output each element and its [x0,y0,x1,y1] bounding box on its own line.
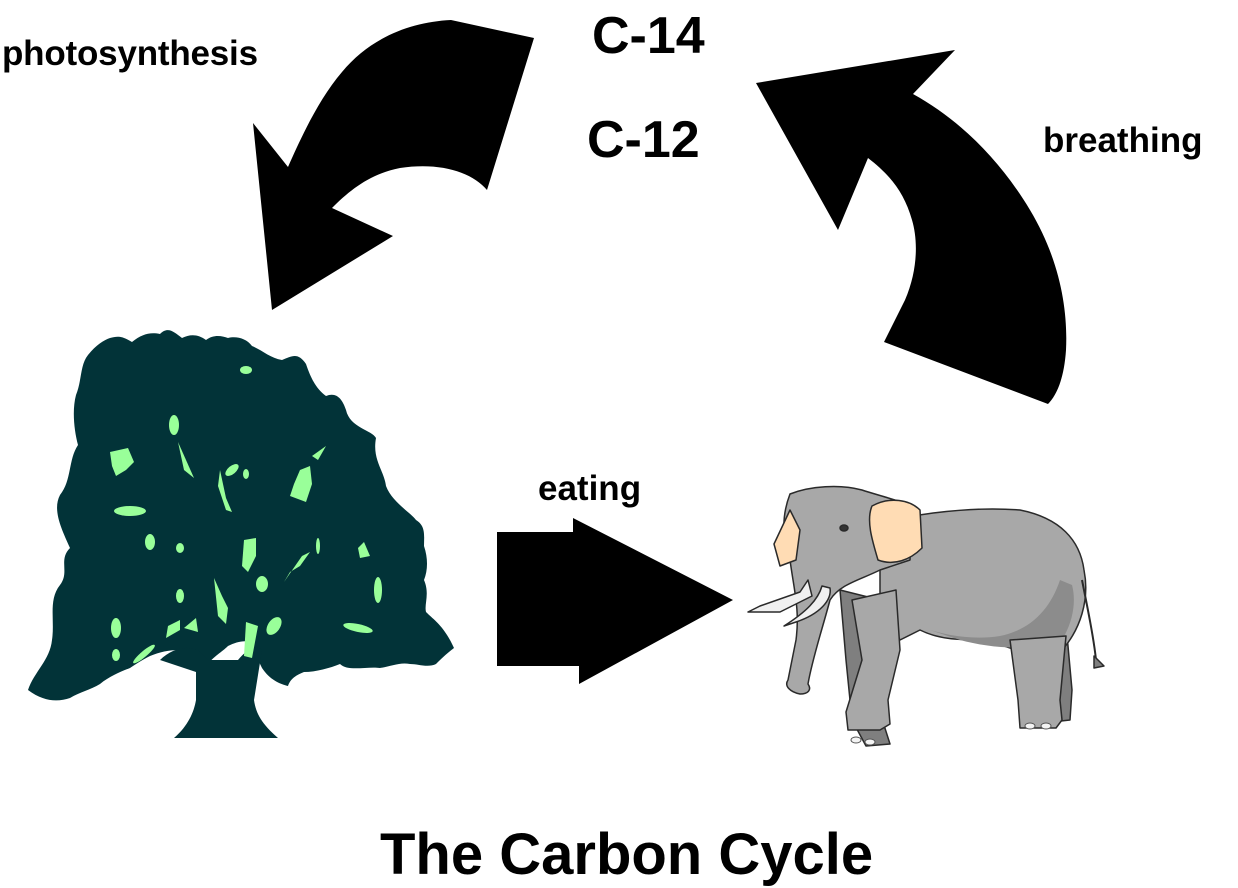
arrow-right-icon [497,518,733,684]
photosynthesis-label: photosynthesis [2,34,258,73]
tree-icon [28,330,454,738]
isotope-c12-label: C-12 [587,111,700,169]
eating-label: eating [538,469,642,508]
curved-arrow-up-left-icon [756,50,1067,404]
curved-arrow-down-left-icon [253,20,534,310]
diagram-title: The Carbon Cycle [380,822,874,887]
breathing-label: breathing [1043,121,1203,160]
isotope-c14-label: C-14 [592,7,705,65]
elephant-icon [747,485,1105,747]
